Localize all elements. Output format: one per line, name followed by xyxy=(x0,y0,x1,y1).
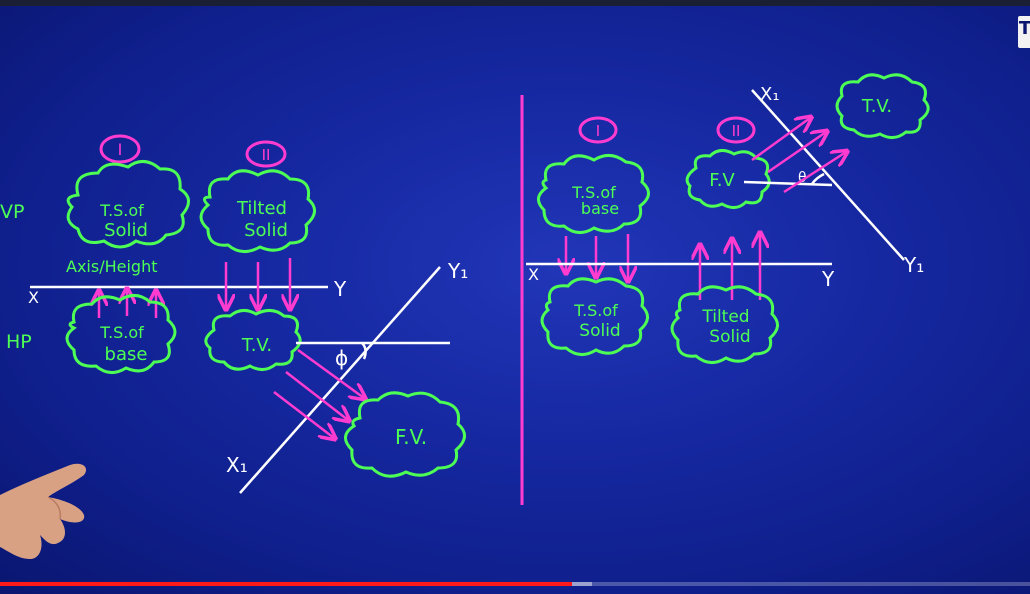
cloud-fv-left: F.V. xyxy=(344,391,466,478)
cloud-tilted-solid-right: Tilted Solid xyxy=(670,285,779,364)
cloud-fv-right: F.V xyxy=(685,149,771,209)
projection-arrows-down-right xyxy=(566,234,628,280)
cloud-text-line2: Solid xyxy=(709,327,750,347)
fv-text: F.V. xyxy=(395,425,427,449)
top-bar xyxy=(0,0,1030,6)
x-label-right: X xyxy=(528,265,539,284)
right-stage2-label: II xyxy=(732,122,741,140)
cloud-tv-right: T.V. xyxy=(835,73,930,139)
y-label-left: Y xyxy=(333,277,347,301)
vp-label: VP xyxy=(0,201,24,223)
cloud-text-line2: base xyxy=(105,344,148,365)
phi-label: ϕ xyxy=(335,346,348,370)
left-stage2-label: II xyxy=(262,146,271,164)
channel-logo-text: T xyxy=(1018,18,1030,39)
tv-text: T.V. xyxy=(861,96,892,117)
y-label-right: Y xyxy=(821,267,835,291)
left-stage1-label: I xyxy=(118,140,123,159)
cloud-text-line1: T.S.of xyxy=(99,323,144,342)
video-progress-bar[interactable] xyxy=(0,582,1030,586)
cloud-text-line2: Solid xyxy=(579,321,620,341)
left-stage2-marker: II xyxy=(245,140,287,168)
cloud-tilted-solid-left: Tilted Solid xyxy=(199,169,316,253)
fv-reference-line xyxy=(743,180,833,187)
x1y1-reference-line-right xyxy=(751,89,905,261)
x1-label-left: X₁ xyxy=(226,453,248,477)
channel-logo[interactable]: T xyxy=(1018,16,1030,48)
cloud-text-line2: base xyxy=(581,199,619,218)
projection-arrows-diagonal-right xyxy=(751,118,846,194)
fv-text: F.V xyxy=(709,170,735,191)
cloud-text-line1: T.S.of xyxy=(99,201,144,220)
hp-label: HP xyxy=(6,331,32,353)
right-stage2-marker: II xyxy=(716,116,756,144)
axis-height-label: Axis/Height xyxy=(66,257,157,276)
projection-arrows-diagonal-left xyxy=(273,348,364,438)
theta-label: θ xyxy=(798,170,807,186)
projection-arrows-up-left xyxy=(99,290,156,318)
cloud-text-line2: Solid xyxy=(244,220,288,241)
cloud-tv-left: T.V. xyxy=(204,309,302,371)
cloud-text-line1: Tilted xyxy=(236,198,287,219)
cloud-text-line1: T.S.of xyxy=(573,301,618,320)
left-stage1-marker: I xyxy=(99,134,141,164)
right-stage1-marker: I xyxy=(578,116,618,144)
cloud-ts-base-right: T.S.of base xyxy=(537,154,650,234)
tv-text: T.V. xyxy=(241,335,272,356)
presenter-hand xyxy=(0,463,87,559)
cloud-text-line1: Tilted xyxy=(701,307,749,327)
cloud-ts-solid-left: T.S.of Solid xyxy=(66,160,190,249)
y1-label-left: Y₁ xyxy=(447,259,468,283)
cloud-ts-solid-right: T.S.of Solid xyxy=(540,277,649,356)
right-stage1-label: I xyxy=(596,122,600,140)
cloud-text-line1: T.S.of xyxy=(571,183,616,202)
cloud-ts-base-left: T.S.of base xyxy=(65,294,177,374)
cloud-text-line2: Solid xyxy=(104,220,148,241)
projection-arrows-down-left xyxy=(226,258,290,308)
progress-played xyxy=(0,582,572,586)
angle-arc-right xyxy=(810,172,825,185)
x-label-left: X xyxy=(28,288,39,307)
x1-label-right: X₁ xyxy=(760,84,780,105)
y1-label-right: Y₁ xyxy=(903,253,924,277)
